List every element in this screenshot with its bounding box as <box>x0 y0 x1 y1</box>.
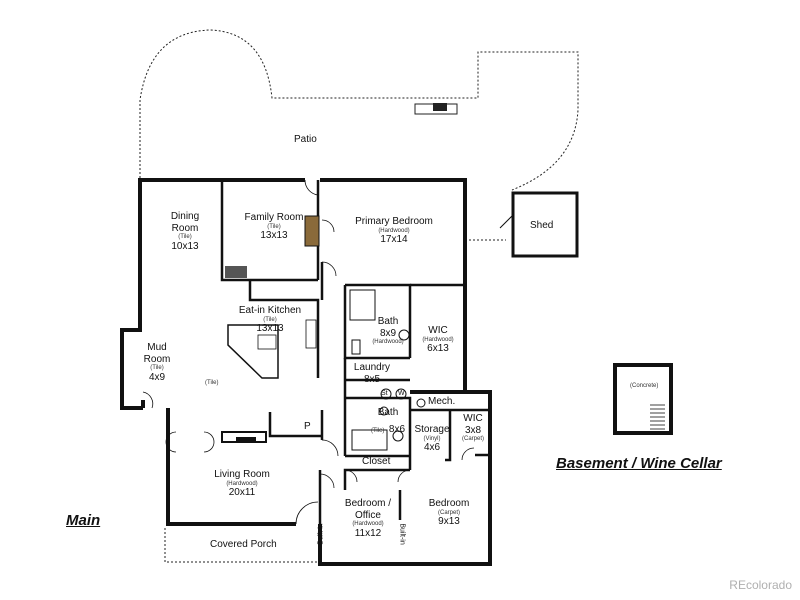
main-floor-title: Main <box>66 512 101 529</box>
room-material: (Tile) <box>370 427 385 434</box>
room-size: 11x12 <box>354 527 382 539</box>
watermark: REcolorado <box>729 578 792 592</box>
room-size: 20x11 <box>228 487 256 499</box>
room-name: WIC <box>463 413 483 424</box>
room-name: Eat-in Kitchen <box>238 305 302 316</box>
room-family-room: Family Room (Tile) 13x13 <box>240 212 308 242</box>
room-material: (Hardwood) <box>372 339 404 345</box>
room-primary-bath: Bath 8x9 (Hardwood) <box>368 316 408 346</box>
room-storage: Storage (Vinyl) 4x6 <box>412 424 452 454</box>
covered-porch-label: Covered Porch <box>210 539 277 550</box>
exterior-walls <box>120 178 492 566</box>
room-primary-bedroom: Primary Bedroom (Hardwood) 17x14 <box>348 216 440 246</box>
room-name: Bath <box>377 407 399 418</box>
room-name: Primary Bedroom <box>355 216 433 227</box>
fireplace <box>221 431 267 443</box>
stack-s-label: St <box>381 390 388 397</box>
closet-label: Closet <box>362 456 391 467</box>
room-size: 6x13 <box>427 343 449 355</box>
shed <box>499 191 579 258</box>
hearth-icon <box>304 215 320 247</box>
basement-material: (Concrete) <box>630 383 659 389</box>
stack-w-label: W <box>398 390 405 397</box>
patio-outline <box>139 29 579 563</box>
room-laundry: Laundry 8x5 <box>350 362 394 385</box>
room-size: 3x8 <box>464 424 482 436</box>
room-size: 10x13 <box>171 240 199 252</box>
room-open-tile: (Tile) <box>205 380 219 386</box>
room-size: 4x9 <box>148 371 166 383</box>
room-hall-bath: Bath (Tile) 8x6 <box>368 407 408 437</box>
room-eat-in-kitchen: Eat-in Kitchen (Tile) 13x13 <box>236 305 304 335</box>
room-name: Storage <box>414 424 450 435</box>
room-material: (Vinyl) <box>423 435 441 442</box>
room-material: (Hardwood) <box>352 521 384 527</box>
room-size: 17x14 <box>380 234 408 246</box>
grill-icon <box>414 103 458 115</box>
kitchen-island <box>227 319 317 379</box>
bath-fixtures <box>349 289 426 451</box>
room-size: 8x5 <box>363 373 381 385</box>
room-material: (Carpet) <box>461 436 484 442</box>
room-size: 8x9 <box>379 327 397 339</box>
room-wic-primary: WIC (Hardwood) 6x13 <box>418 325 458 355</box>
room-name: WIC <box>428 325 448 336</box>
room-material: (Hardwood) <box>378 227 410 234</box>
room-material: (Hardwood) <box>422 336 454 343</box>
room-name: Family Room <box>244 212 304 223</box>
stairs-icon <box>225 266 247 278</box>
room-name: Bedroom /Office <box>344 498 392 521</box>
shed-label: Shed <box>530 220 554 231</box>
built-in-left-label: Built-in <box>317 523 325 545</box>
room-name: Bath <box>377 316 399 327</box>
basement <box>613 363 673 435</box>
room-size: 8x6 <box>388 423 406 435</box>
room-size: 13x13 <box>260 230 288 242</box>
room-bedroom: Bedroom (Carpet) 9x13 <box>422 498 476 528</box>
room-name: Bedroom <box>428 498 470 509</box>
room-wic-small: WIC 3x8 (Carpet) <box>458 413 488 443</box>
room-material: (Tile) <box>267 223 281 230</box>
interior-walls <box>220 180 490 524</box>
room-material: (Tile) <box>263 316 277 323</box>
mech-label: Mech. <box>428 396 456 407</box>
room-bedroom-office: Bedroom /Office (Hardwood) 11x12 <box>340 498 396 539</box>
room-material: (Tile) <box>178 234 192 240</box>
room-living-room: Living Room (Hardwood) 20x11 <box>206 469 278 499</box>
room-size: 9x13 <box>438 516 460 528</box>
room-material: (Tile) <box>150 365 164 371</box>
room-material: (Hardwood) <box>226 480 258 487</box>
door-swings <box>142 179 475 525</box>
basement-title: Basement / Wine Cellar <box>556 455 722 472</box>
room-size: 13x13 <box>256 323 284 335</box>
room-name: Living Room <box>214 469 270 480</box>
room-size: 4x6 <box>423 442 441 454</box>
room-name: Laundry <box>353 362 391 373</box>
pantry-label: P <box>304 421 311 432</box>
built-in-right-label: Built-in <box>398 523 406 545</box>
patio-label: Patio <box>294 134 317 145</box>
room-material: (Carpet) <box>437 509 460 516</box>
